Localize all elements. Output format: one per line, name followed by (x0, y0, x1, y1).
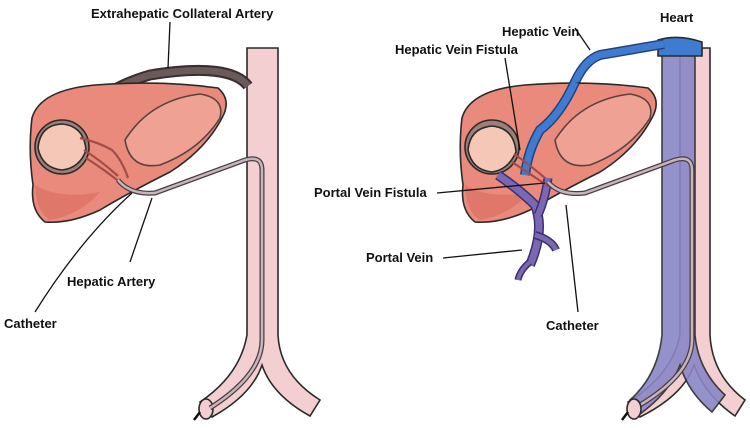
label-extrahepatic-collateral-artery: Extrahepatic Collateral Artery (91, 6, 274, 21)
right-panel: Heart Hepatic Vein Hepatic Vein Fistula … (314, 10, 747, 421)
heart (657, 36, 703, 57)
right-tumor (464, 119, 520, 175)
vena-cava (628, 47, 727, 416)
label-hepatic-vein: Hepatic Vein (502, 24, 579, 39)
left-catheter-tip (193, 411, 201, 421)
portal-vein (495, 170, 560, 281)
label-portal-vein: Portal Vein (366, 250, 433, 265)
left-panel: Extrahepatic Collateral Artery Hepatic A… (4, 6, 322, 421)
label-heart: Heart (660, 10, 694, 25)
label-hepatic-vein-fistula: Hepatic Vein Fistula (395, 42, 519, 57)
right-catheter-tip (621, 411, 629, 421)
label-right-catheter: Catheter (546, 318, 599, 333)
label-left-catheter: Catheter (4, 316, 57, 331)
left-tumor (34, 119, 90, 175)
label-portal-vein-fistula: Portal Vein Fistula (314, 185, 427, 200)
label-hepatic-artery: Hepatic Artery (67, 274, 156, 289)
right-aorta-opening (626, 398, 642, 420)
